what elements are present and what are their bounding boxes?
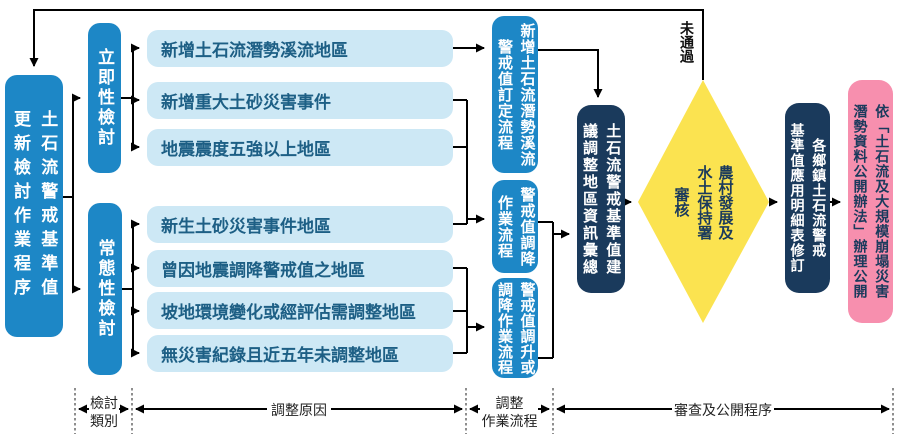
- reason-node-6: 坡地環境變化或經評估需調整地區: [147, 292, 453, 329]
- phase-label-review-type: 檢討 類別: [90, 395, 118, 430]
- review-fail-label: 未通過: [679, 21, 695, 63]
- reason-node-4: 新生土砂災害事件地區: [147, 206, 453, 243]
- review-agency-text: 農村發展及 水土保持署: [695, 164, 734, 240]
- category-immediate-node: 立即性檢討: [88, 23, 121, 173]
- phase-label-adjust-reason: 調整原因: [271, 402, 327, 418]
- reason-node-2: 新增重大土砂災害事件: [147, 82, 453, 119]
- flow-lower-threshold-node: 警戒值調降 作業流程: [492, 180, 538, 273]
- revision-node: 各鄉鎮土石流警戒 基準值應用明細表修訂: [785, 103, 830, 293]
- reason-node-7: 無災害紀錄且近五年未調整地區: [147, 335, 453, 372]
- reason-node-5: 曾因地震調降警戒值之地區: [147, 250, 453, 287]
- summary-node: 土石流警戒基準值建 議調整地區資訊彙總: [577, 105, 625, 293]
- phase-label-adjust-flow: 調整 作業流程: [481, 395, 538, 430]
- phase-label-review-publication: 審查及公開程序: [674, 402, 772, 418]
- process-title-node: 土石流警戒基準值 更新檢討作業程序: [5, 75, 63, 337]
- reason-node-1: 新增土石流潛勢溪流地區: [147, 30, 453, 67]
- review-diamond-label: 農村發展及 水土保持署 審核: [640, 85, 766, 319]
- flow-raise-lower-threshold-node: 警戒值調升或 調降作業流程: [492, 278, 538, 378]
- publication-node: 依「土石流及大規模崩塌災害 潛勢資料公開辦法」辦理公開: [848, 80, 893, 323]
- reason-node-3: 地震震度五強以上地區: [147, 129, 453, 166]
- flow-new-threshold-node: 新增土石流潛勢溪流 警戒值訂定流程: [492, 16, 538, 173]
- review-action-text: 審核: [672, 187, 690, 217]
- category-regular-node: 常態性檢討: [88, 203, 122, 375]
